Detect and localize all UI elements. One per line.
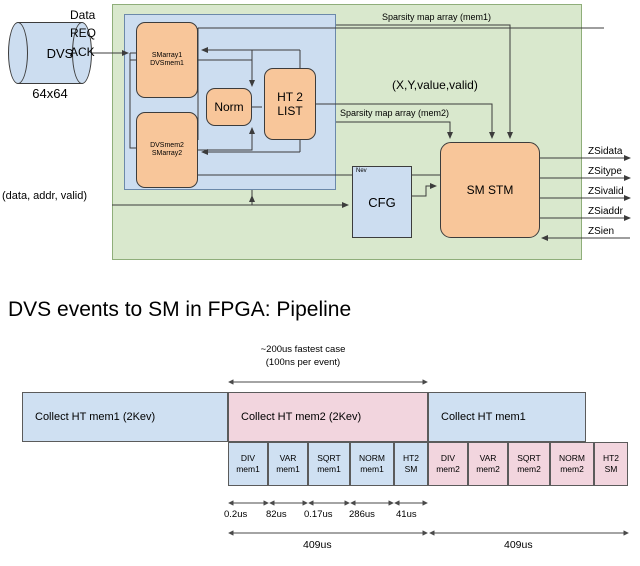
cylinder-left-cap xyxy=(8,22,28,84)
dvs-sensor-cylinder: DVS xyxy=(8,22,92,84)
smarray2-line1: DVSmem2 xyxy=(150,141,184,149)
stage-name: VAR xyxy=(279,452,297,463)
collect-block-0: Collect HT mem1 (2Kev) xyxy=(22,392,228,442)
data-signal-label: Data xyxy=(70,8,96,22)
signal-zsitype: ZSitype xyxy=(588,166,622,177)
ack-signal-label: ACK xyxy=(70,45,95,59)
stage-ht2-sm-2: HT2 SM xyxy=(594,442,628,486)
smarray2-line2: SMarray2 xyxy=(151,150,183,157)
stage-name: DIV xyxy=(240,452,256,463)
stage-mem: mem1 xyxy=(276,464,300,474)
stage-name: HT2 xyxy=(602,452,620,463)
block-diagram-wires xyxy=(92,24,631,241)
req-signal-label: REQ xyxy=(70,26,97,40)
smarray1-line2: DVSmem1 xyxy=(150,60,184,67)
total-duration-1: 409us xyxy=(504,539,533,551)
stage-var-mem2: VAR mem2 xyxy=(468,442,508,486)
stage-name: SQRT xyxy=(517,452,541,463)
sparsity-map-mem1-label: Sparsity map array (mem1) xyxy=(382,12,492,22)
cylinder-right-cap xyxy=(72,22,92,84)
stage-ht2-sm-1: HT2 SM xyxy=(394,442,428,486)
stage-name: VAR xyxy=(479,452,497,463)
norm-box: Norm xyxy=(206,88,252,126)
collect-block-1: Collect HT mem2 (2Kev) xyxy=(228,392,428,442)
stage-name: NORM xyxy=(359,452,385,463)
total-duration-0: 409us xyxy=(303,539,332,551)
stage-mem: mem1 xyxy=(236,464,260,474)
pipeline-title: DVS events to SM in FPGA: Pipeline xyxy=(8,298,352,321)
stage-mem: mem2 xyxy=(476,464,500,474)
dvs-resolution-label: 64x64 xyxy=(32,86,68,101)
smarray1-dvsmem1-box: SMarray1 DVSmem1 xyxy=(136,22,198,98)
sm-stm-box: SM STM xyxy=(440,142,540,238)
stage-mem: mem2 xyxy=(560,464,584,474)
stage-div-mem1: DIV mem1 xyxy=(228,442,268,486)
stage-mem: mem2 xyxy=(436,464,460,474)
duration-2: 0.17us xyxy=(304,509,333,520)
fastest-case-note: ~200us fastest case xyxy=(260,344,346,355)
stage-name: HT2 xyxy=(402,452,420,463)
stage-var-mem1: VAR mem1 xyxy=(268,442,308,486)
pipeline-timeline: ~200us fastest case (100ns per event) Co… xyxy=(0,336,640,566)
duration-3: 286us xyxy=(349,509,375,520)
stage-mem: mem1 xyxy=(360,464,384,474)
pipeline-measure-arrows xyxy=(228,379,629,536)
duration-0: 0.2us xyxy=(224,509,248,520)
ht2list-line2: LIST xyxy=(277,104,303,118)
cfg-nev-tag: Nev xyxy=(356,168,367,174)
duration-1: 82us xyxy=(266,509,287,520)
stage-norm-mem1: NORM mem1 xyxy=(350,442,394,486)
fpga-block-diagram: DVS 64x64 Data REQ ACK (data, addr, vali… xyxy=(0,0,640,272)
stage-sqrt-mem2: SQRT mem2 xyxy=(508,442,550,486)
dvs-label: DVS xyxy=(46,45,74,61)
stage-name: DIV xyxy=(440,452,456,463)
per-event-note: (100ns per event) xyxy=(265,357,341,368)
ht2list-line1: HT 2 xyxy=(277,89,303,104)
smarray1-line1: SMarray1 xyxy=(151,51,183,59)
stage-div-mem2: DIV mem2 xyxy=(428,442,468,486)
stage-name: NORM xyxy=(559,452,585,463)
signal-zsiaddr: ZSiaddr xyxy=(588,206,624,217)
duration-4: 41us xyxy=(396,509,417,520)
dvsmem2-smarray2-box: DVSmem2 SMarray2 xyxy=(136,112,198,188)
signal-zsien: ZSien xyxy=(588,226,615,237)
stage-mem: SM xyxy=(604,464,618,474)
cfg-box: CFG xyxy=(352,166,412,238)
stage-mem: mem2 xyxy=(517,464,541,474)
stage-norm-mem2: NORM mem2 xyxy=(550,442,594,486)
collect-block-2: Collect HT mem1 xyxy=(428,392,586,442)
signal-zsivalid: ZSivalid xyxy=(588,186,624,197)
stage-sqrt-mem1: SQRT mem1 xyxy=(308,442,350,486)
stage-mem: mem1 xyxy=(317,464,341,474)
signal-zsidata: ZSidata xyxy=(588,146,623,157)
stage-name: SQRT xyxy=(317,452,341,463)
sparsity-map-mem2-label: Sparsity map array (mem2) xyxy=(340,108,450,118)
xy-value-valid-label: (X,Y,value,valid) xyxy=(392,78,478,92)
input-bus-label: (data, addr, valid) xyxy=(2,190,87,202)
stage-mem: SM xyxy=(404,464,418,474)
ht2-list-box: HT 2 LIST xyxy=(264,68,316,140)
